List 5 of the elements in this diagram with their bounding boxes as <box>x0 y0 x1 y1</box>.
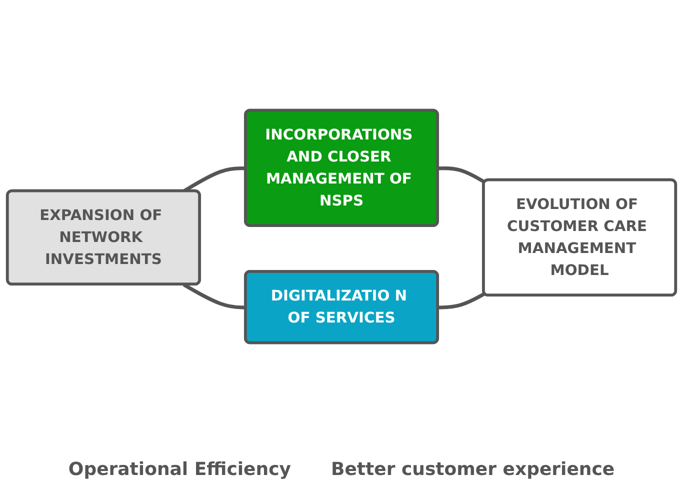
connector <box>182 283 246 310</box>
note-text: Operational Efficiency <box>68 459 291 480</box>
connector <box>438 292 486 310</box>
note-text: Better customer experience <box>330 459 615 480</box>
connector <box>438 166 486 184</box>
